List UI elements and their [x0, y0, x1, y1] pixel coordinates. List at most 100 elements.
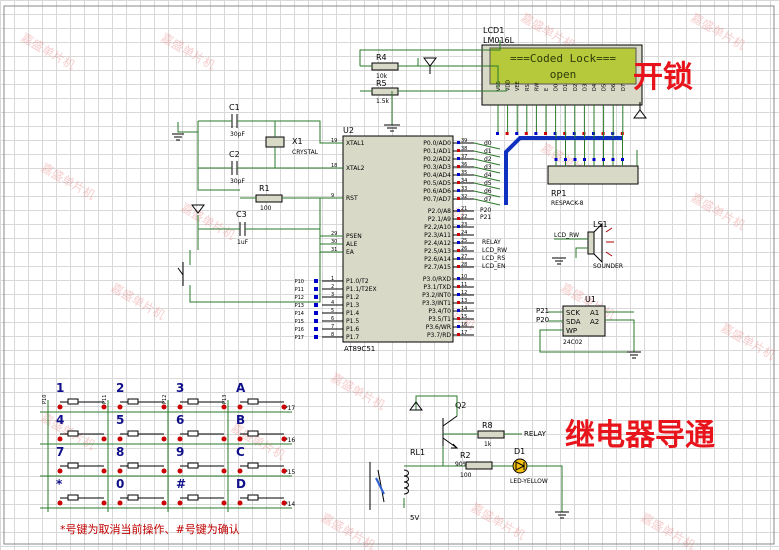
pin-marker	[457, 241, 460, 244]
pin-marker	[457, 173, 460, 176]
transistor-q2-icon	[442, 415, 458, 449]
p1-net-label: P13	[295, 303, 304, 309]
pin-marker	[457, 265, 460, 268]
watermark-text: 嘉盛单片机	[19, 30, 78, 73]
mcu-pin-name: P2.3/A11	[424, 232, 451, 239]
key-label: #	[176, 477, 186, 491]
r2-value: 100	[460, 472, 472, 479]
mcu-pin-name: P3.5/T1	[428, 316, 451, 323]
key-label: 7	[56, 445, 64, 459]
pin-marker	[314, 335, 318, 339]
mcu-pin-name: P1.0/T2	[346, 278, 369, 285]
mcu-pin-number: 35	[461, 170, 467, 176]
bus-wire	[473, 166, 501, 174]
x1-ref: X1	[292, 137, 303, 146]
mcu-pin-name: P1.6	[346, 326, 359, 333]
rl1-ref: RL1	[410, 448, 425, 457]
mcu-pin-name: P0.6/AD6	[423, 188, 451, 195]
mcu-pin-name: P2.1/A9	[428, 216, 451, 223]
u1-value: 24C02	[563, 339, 583, 346]
mcu-pin-number: 11	[461, 282, 467, 288]
pin-marker	[515, 132, 519, 135]
p1-net-label: P16	[295, 327, 304, 333]
lcd-pin-label: VSS	[496, 81, 502, 91]
mcu-pin-name: P0.3/AD3	[423, 164, 451, 171]
mcu-pin-number: 8	[331, 332, 334, 338]
mcu-pin-name: RST	[346, 195, 358, 202]
mcu-pin-number: 22	[461, 214, 467, 220]
mcu-pin-name: P1.5	[346, 318, 359, 325]
mcu-pin-number: 34	[461, 178, 467, 184]
r5-ref: R5	[376, 79, 387, 88]
key-cap-icon	[127, 398, 139, 405]
bus-entries	[555, 132, 623, 138]
mcu-pin-name: P1.3	[346, 302, 359, 309]
mcu-pin-name: PSEN	[346, 233, 362, 240]
pin-marker	[564, 158, 567, 161]
lcd-pin-label: D4	[592, 84, 598, 91]
pin-marker	[314, 311, 318, 315]
key-label: 2	[116, 381, 124, 395]
pin-marker	[544, 132, 547, 135]
bus-wire	[473, 158, 501, 166]
key-contact-dot	[117, 436, 123, 442]
key-cap-icon	[67, 494, 79, 501]
watermark-text: 嘉盛单片机	[109, 280, 168, 323]
pin-marker	[457, 301, 460, 304]
p1-net-label: P11	[295, 287, 304, 293]
pin-marker	[457, 249, 460, 252]
pin-marker	[554, 158, 558, 161]
bus-wire	[473, 198, 501, 206]
mcu-pin-name: P0.5/AD5	[423, 180, 451, 187]
reset-switch-icon	[177, 262, 184, 286]
lcd-pin-label: D7	[621, 84, 627, 91]
key-label: 5	[116, 413, 124, 427]
pin-marker	[314, 303, 318, 307]
u1-pin-wp: WP	[566, 327, 577, 335]
pin-marker	[572, 132, 576, 135]
pin-marker	[592, 158, 596, 161]
watermark-text: 嘉盛单片机	[39, 160, 98, 203]
mcu-pin-number: 14	[461, 306, 467, 312]
pin-marker	[457, 217, 460, 220]
led-diode-icon	[515, 461, 526, 471]
pin-marker	[496, 132, 499, 135]
mcu-pin-number: 38	[461, 146, 467, 152]
data-net-label: d6	[484, 188, 492, 195]
pin-marker	[457, 317, 460, 320]
key-contact-dot	[57, 500, 63, 506]
key-cap-icon	[67, 398, 79, 405]
key-contact-dot	[161, 468, 167, 474]
key-contact-dot	[237, 404, 243, 410]
lcd-pin-label: D6	[611, 84, 617, 91]
mcu-pin-number: 29	[331, 231, 337, 237]
mcu-pin-name: P1.4	[346, 310, 359, 317]
pin-marker	[457, 325, 460, 328]
power-terminal-icon	[633, 102, 647, 119]
r4-body	[371, 62, 399, 71]
key-cap-icon	[247, 398, 259, 405]
data-bus	[504, 136, 622, 205]
mcu-pin-number: 19	[331, 138, 337, 144]
mcu-pin-name: P2.6/A14	[424, 256, 451, 263]
u1-pin-sck: SCK	[566, 309, 580, 317]
r1-value: 100	[260, 205, 272, 212]
pin-marker	[314, 295, 318, 299]
key-contact-dot	[117, 468, 123, 474]
ground-icon	[384, 124, 400, 132]
watermark-text: 嘉盛单片机	[689, 190, 748, 233]
u1-pin-a1: A1	[590, 309, 599, 317]
c2-value: 30pF	[230, 178, 245, 185]
key-cap-icon	[127, 462, 139, 469]
data-net-label: d7	[484, 196, 492, 203]
key-contact-dot	[101, 404, 107, 410]
c1-value: 30pF	[230, 131, 245, 138]
key-contact-dot	[221, 500, 227, 506]
r8-net: RELAY	[524, 430, 547, 438]
u1-net-sck: P21	[536, 307, 549, 315]
lcd-line1: ===Coded Lock===	[510, 52, 616, 65]
p1-net-label: P14	[295, 311, 304, 317]
key-contact-dot	[221, 436, 227, 442]
crystal-symbol	[265, 136, 285, 148]
